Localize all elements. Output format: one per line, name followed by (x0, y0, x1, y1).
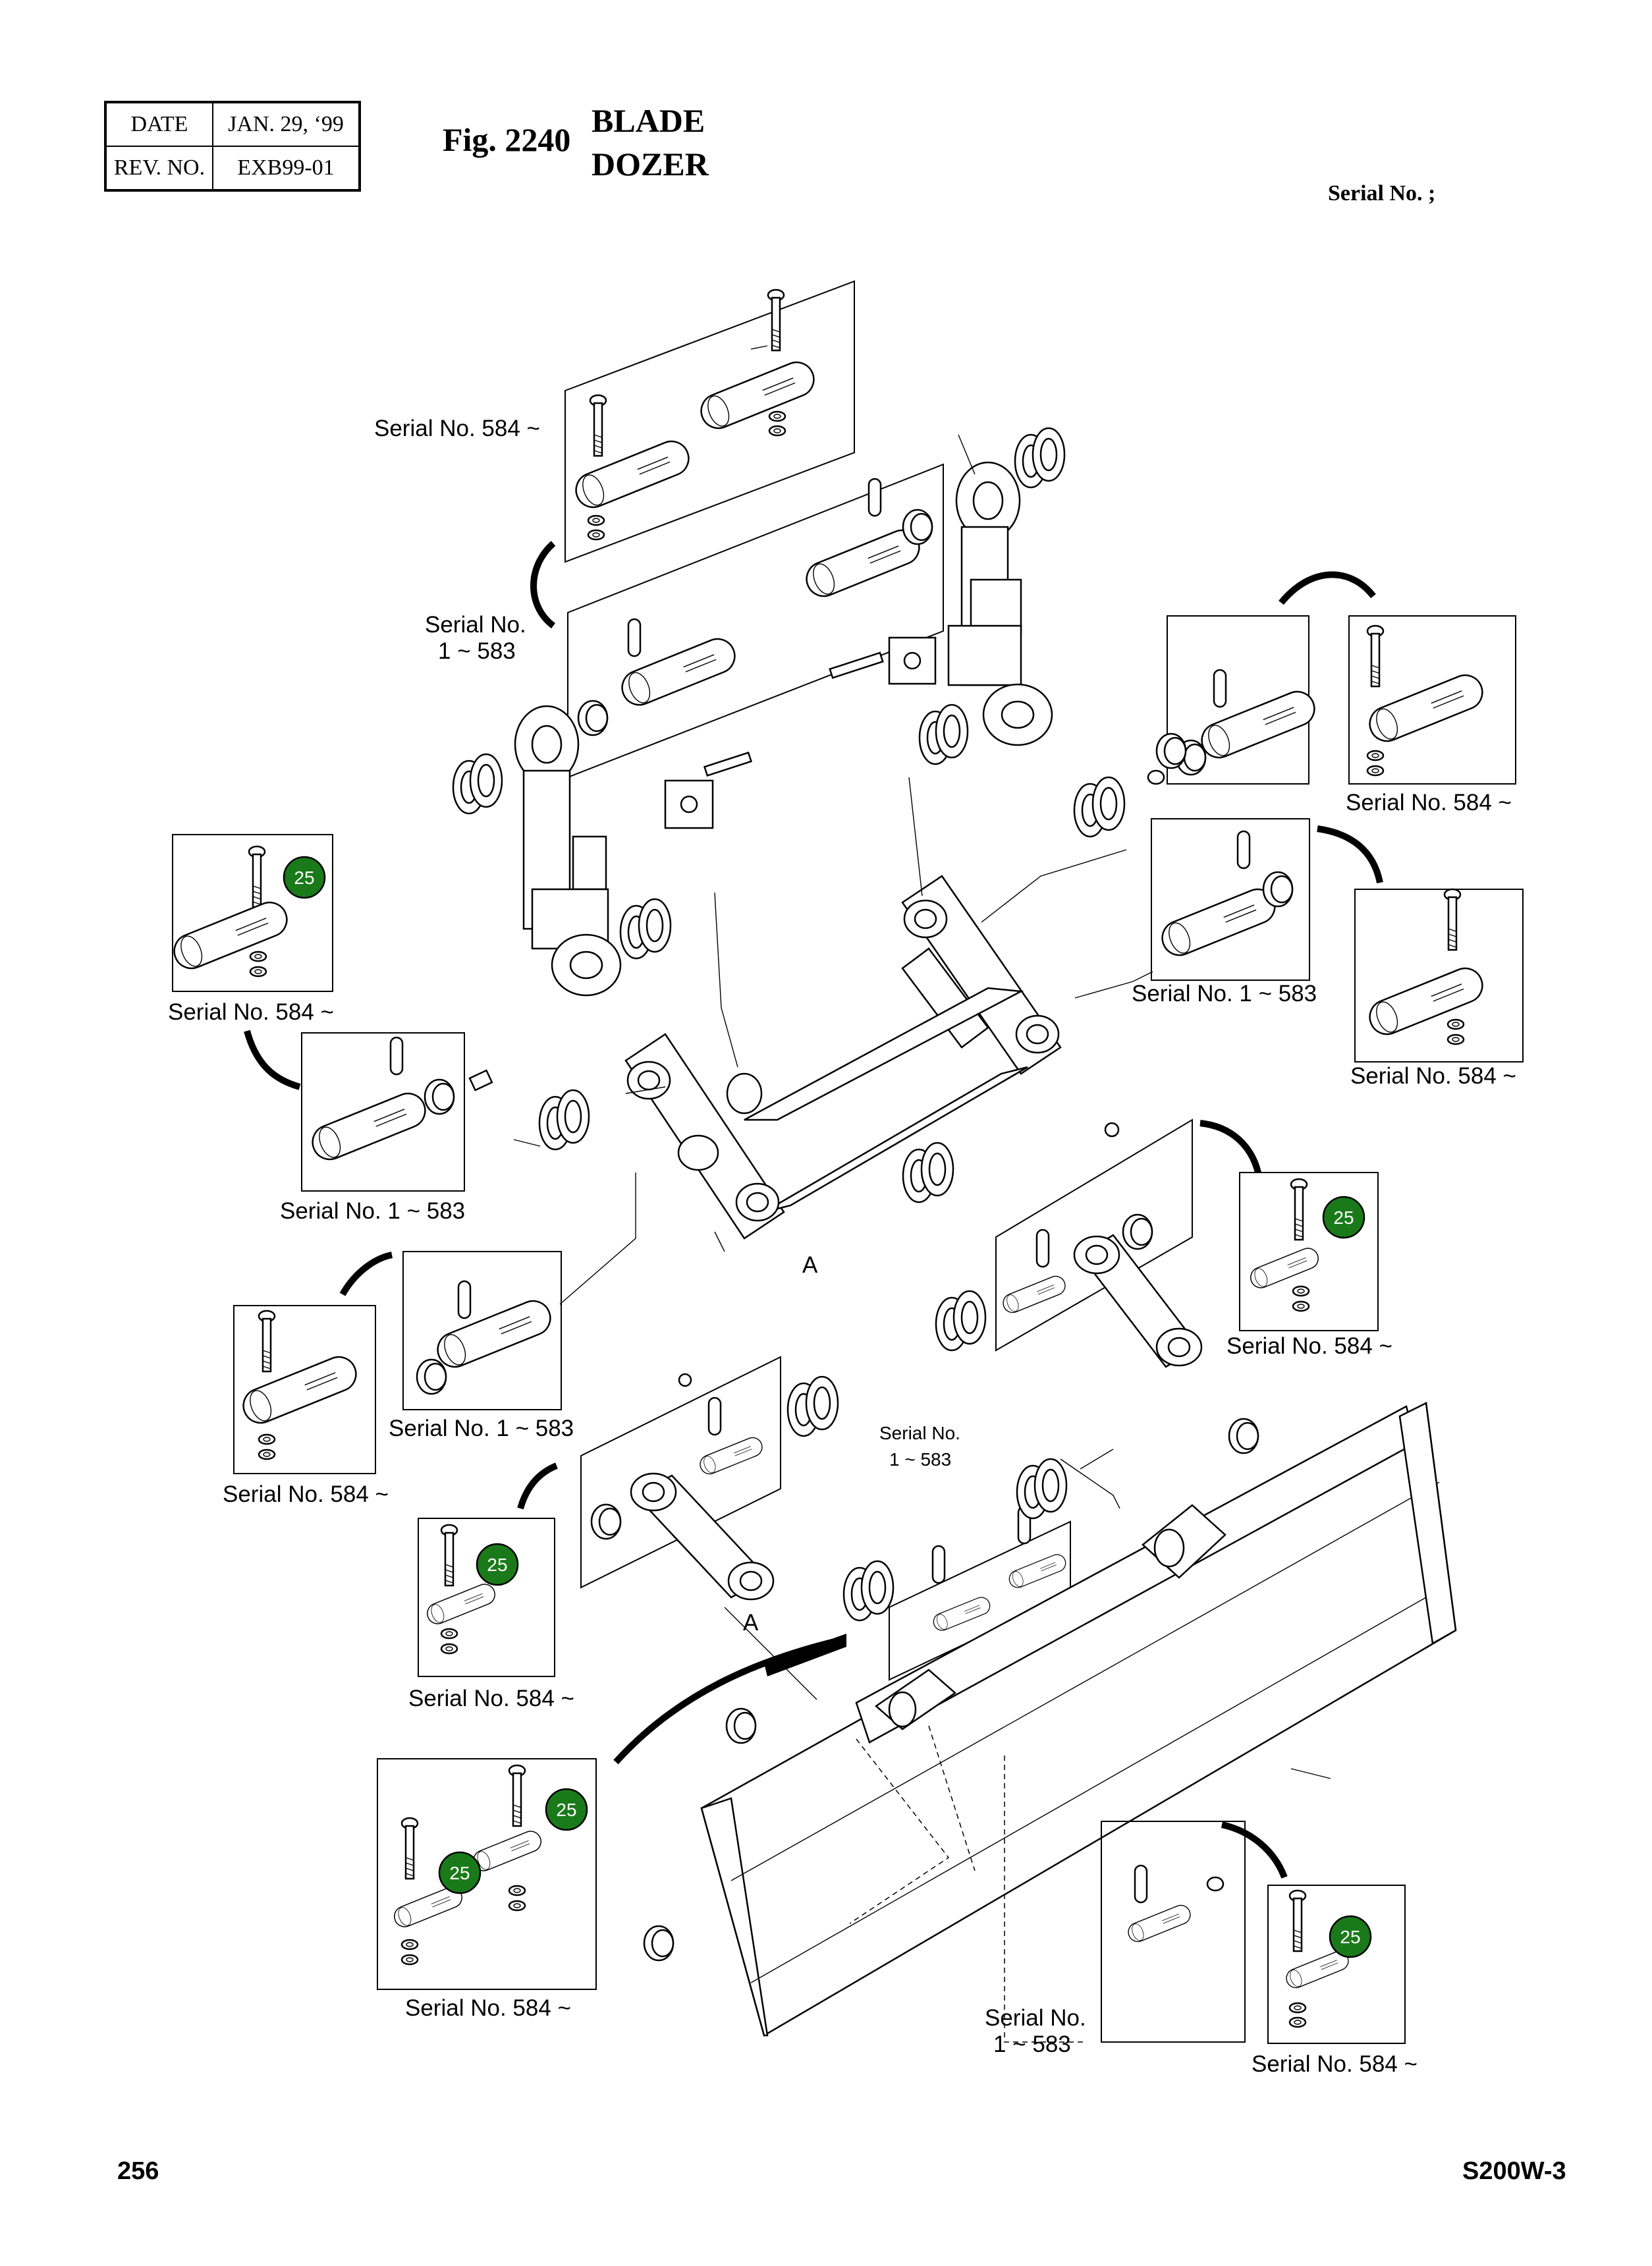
badge-25: 25 (283, 856, 326, 899)
badge-25-label: 25 (294, 868, 314, 888)
arrow-curve (244, 1030, 301, 1090)
revision-table: DATE JAN. 29, ‘99 REV. NO. EXB99-01 (104, 101, 361, 192)
point-a-lower: A (743, 1610, 759, 1636)
badge-25: 25 (545, 1788, 588, 1831)
badge-group: 25 25 25 25 25 25 (283, 856, 1372, 1958)
caption-serial-584-center-right: Serial No. 584 ~ (1226, 1333, 1392, 1359)
point-a-upper: A (802, 1252, 818, 1278)
badge-25-label: 25 (449, 1863, 470, 1883)
caption-serial-1-583-center-a: Serial No. (879, 1423, 960, 1443)
badge-25-label: 25 (1340, 1927, 1360, 1947)
badge-25: 25 (438, 1851, 482, 1894)
date-label: DATE (105, 101, 213, 147)
figure-title: BLADE DOZER (592, 99, 709, 186)
right-valve-block (829, 636, 937, 685)
rev-value: EXB99-01 (212, 146, 360, 191)
left-cylinder (452, 705, 622, 997)
left-valve-block (664, 751, 753, 829)
blade-frame (624, 875, 1062, 1240)
title-line-1: BLADE (592, 102, 705, 139)
washer-pair-left (619, 898, 672, 960)
badge-25-label: 25 (487, 1555, 507, 1575)
inset-center-right-584 (1239, 1172, 1379, 1331)
inset-lower-left-584 (418, 1518, 555, 1677)
badge-25: 25 (476, 1543, 519, 1586)
date-value: JAN. 29, ‘99 (212, 101, 360, 147)
arrow-curve (339, 1252, 393, 1296)
arrow-curve (1221, 1821, 1288, 1879)
badge-25-label: 25 (1333, 1207, 1354, 1228)
inset-top-pins-early (567, 463, 944, 779)
inset-left-lower-early (402, 1251, 562, 1410)
ring-blade-bottom (643, 1925, 675, 1962)
inset-right-mid-584 (1354, 888, 1524, 1063)
inset-right-mid-early (1151, 818, 1310, 981)
washer-pair-frame-right (902, 1142, 954, 1203)
serial-number-label: Serial No. ; (1328, 181, 1436, 206)
caption-serial-584-right-mid: Serial No. 584 ~ (1350, 1063, 1516, 1089)
caption-serial-1-583-right-mid: Serial No. 1 ~ 583 (1132, 981, 1317, 1007)
washer-pair-frame-left (468, 1069, 590, 1151)
badge-25: 25 (1329, 1915, 1372, 1958)
ring-blade-left (725, 1707, 757, 1744)
caption-serial-584-bottom-right: Serial No. 584 ~ (1252, 2051, 1418, 2077)
washer-pair-right (1073, 769, 1165, 838)
caption-serial-1-583-center-b: 1 ~ 583 (889, 1449, 951, 1470)
arrow-curve (1317, 825, 1383, 884)
caption-serial-584-top: Serial No. 584 ~ (374, 416, 540, 441)
caption-serial-584-left: Serial No. 584 ~ (168, 999, 334, 1025)
dozer-blade (700, 1402, 1457, 2043)
arrow-curve (517, 1462, 558, 1510)
model-number: S200W-3 (1462, 2157, 1566, 2185)
caption-serial-1-583-top-b: 1 ~ 583 (438, 638, 516, 664)
caption-serial-584-left-lower: Serial No. 584 ~ (223, 1481, 389, 1507)
caption-serial-584-right-top: Serial No. 584 ~ (1346, 790, 1512, 815)
washer-pair-lower-left (786, 1375, 839, 1437)
arrow-curve (530, 541, 556, 628)
figure-number: Fig. 2240 (443, 121, 571, 158)
inset-left-mid-early (301, 1032, 465, 1192)
inset-bottom-right-584 (1267, 1885, 1406, 2044)
arrow-tip (764, 1634, 846, 1676)
inset-right-early (1155, 615, 1321, 785)
badge-25: 25 (1322, 1196, 1365, 1239)
page-number: 256 (117, 2157, 159, 2185)
leader-lines (513, 777, 1153, 1700)
title-line-2: DOZER (592, 146, 709, 182)
arrow-curve (1279, 571, 1376, 605)
caption-serial-1-583-bottom-a: Serial No. (985, 2005, 1086, 2031)
caption-serial-1-583-top-a: Serial No. (425, 612, 526, 638)
inset-bottom-left-584 (377, 1758, 597, 1990)
inset-left-lower-584 (233, 1305, 376, 1474)
inset-left-584 (168, 834, 333, 992)
caption-serial-584-bottom-left: Serial No. 584 ~ (405, 1995, 571, 2021)
badge-25-label: 25 (556, 1800, 576, 1820)
caption-serial-1-583-left-lower: Serial No. 1 ~ 583 (389, 1416, 574, 1441)
right-cylinder (947, 427, 1066, 746)
inset-right-584-top (1348, 615, 1516, 785)
inset-lower-link (580, 1356, 781, 1601)
caption-serial-1-583-left-mid: Serial No. 1 ~ 583 (280, 1198, 465, 1224)
rev-label: REV. NO. (105, 146, 213, 191)
inset-top-pins (564, 280, 855, 563)
inset-bottom-right-early (1101, 1821, 1246, 2043)
arrow-curve (1199, 1120, 1261, 1174)
inset-center-right-link (935, 1119, 1203, 1368)
washer-pair-mid (918, 704, 969, 765)
caption-serial-584-lower-left: Serial No. 584 ~ (408, 1686, 574, 1711)
caption-serial-1-583-bottom-b: 1 ~ 583 (993, 2031, 1071, 2057)
